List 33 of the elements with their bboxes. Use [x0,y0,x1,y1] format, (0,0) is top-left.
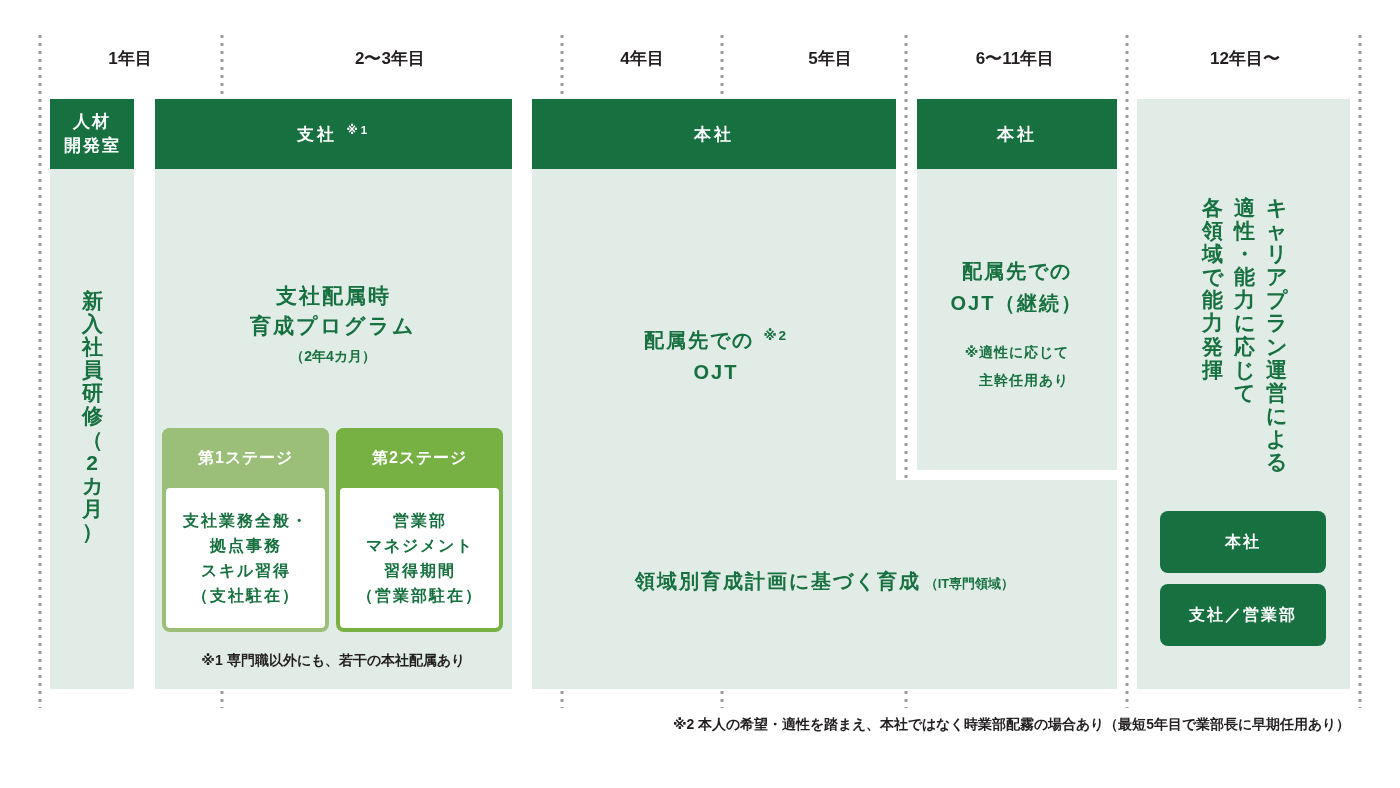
stage-card [162,428,329,632]
year-label: 4年目 [620,47,664,70]
year-label: 12年目〜 [1210,47,1280,70]
column-panel [917,99,1117,470]
column-panel [50,99,134,689]
band-panel [532,480,1117,689]
band-title: 領域別育成計画に基づく育成 [634,569,921,594]
column-panel [1137,99,1350,689]
band-note: （IT専門領域） [924,575,1015,593]
footnote-text: ※2 本人の希望・適性を踏まえ、本社ではなく時業部配霧の場合あり（最短5年目で業部長に早期任用あり） [672,716,1350,734]
column-panel [532,99,896,480]
year-label: 1年目 [108,47,152,70]
vertical-text: キャリアプラン運営による適性・能力に応じて各領域で能力発揮 [1202,196,1287,474]
column-panel [155,99,512,689]
year-label: 5年目 [808,47,852,70]
ojt-text: 配属先でのOJT（継続） [950,259,1084,316]
note-text: ※適性に応じて主幹任用あり [964,343,1070,390]
program-title: 支社配属時育成プログラム [250,283,416,339]
column-heading: 人材開発室 [50,99,134,169]
column-heading: 本社 [917,99,1117,169]
footnote-text: ※1 専門職以外にも、若干の本社配属あり [201,652,465,670]
column-heading: 支社 $^{※1}$ [155,99,512,169]
stage-description: 支社業務全般・拠点事務スキル習得（支社駐在） [166,488,325,628]
year-label: 2〜3年目 [355,47,425,70]
column-heading: 本社 [532,99,896,169]
year-label: 6〜11年目 [975,47,1055,70]
duration-text: （2年4カ月） [290,348,376,366]
vertical-caption: 新入社員研修（2カ月） [81,289,103,544]
location-tag: 本社 [1160,511,1326,573]
stage-description: 営業部マネジメント習得期間（営業部駐在） [340,488,499,628]
ojt-text: 配属先での $^{※2}$OJT [642,327,790,385]
location-tag: 支社／営業部 [1160,584,1326,646]
stage-card [336,428,503,632]
